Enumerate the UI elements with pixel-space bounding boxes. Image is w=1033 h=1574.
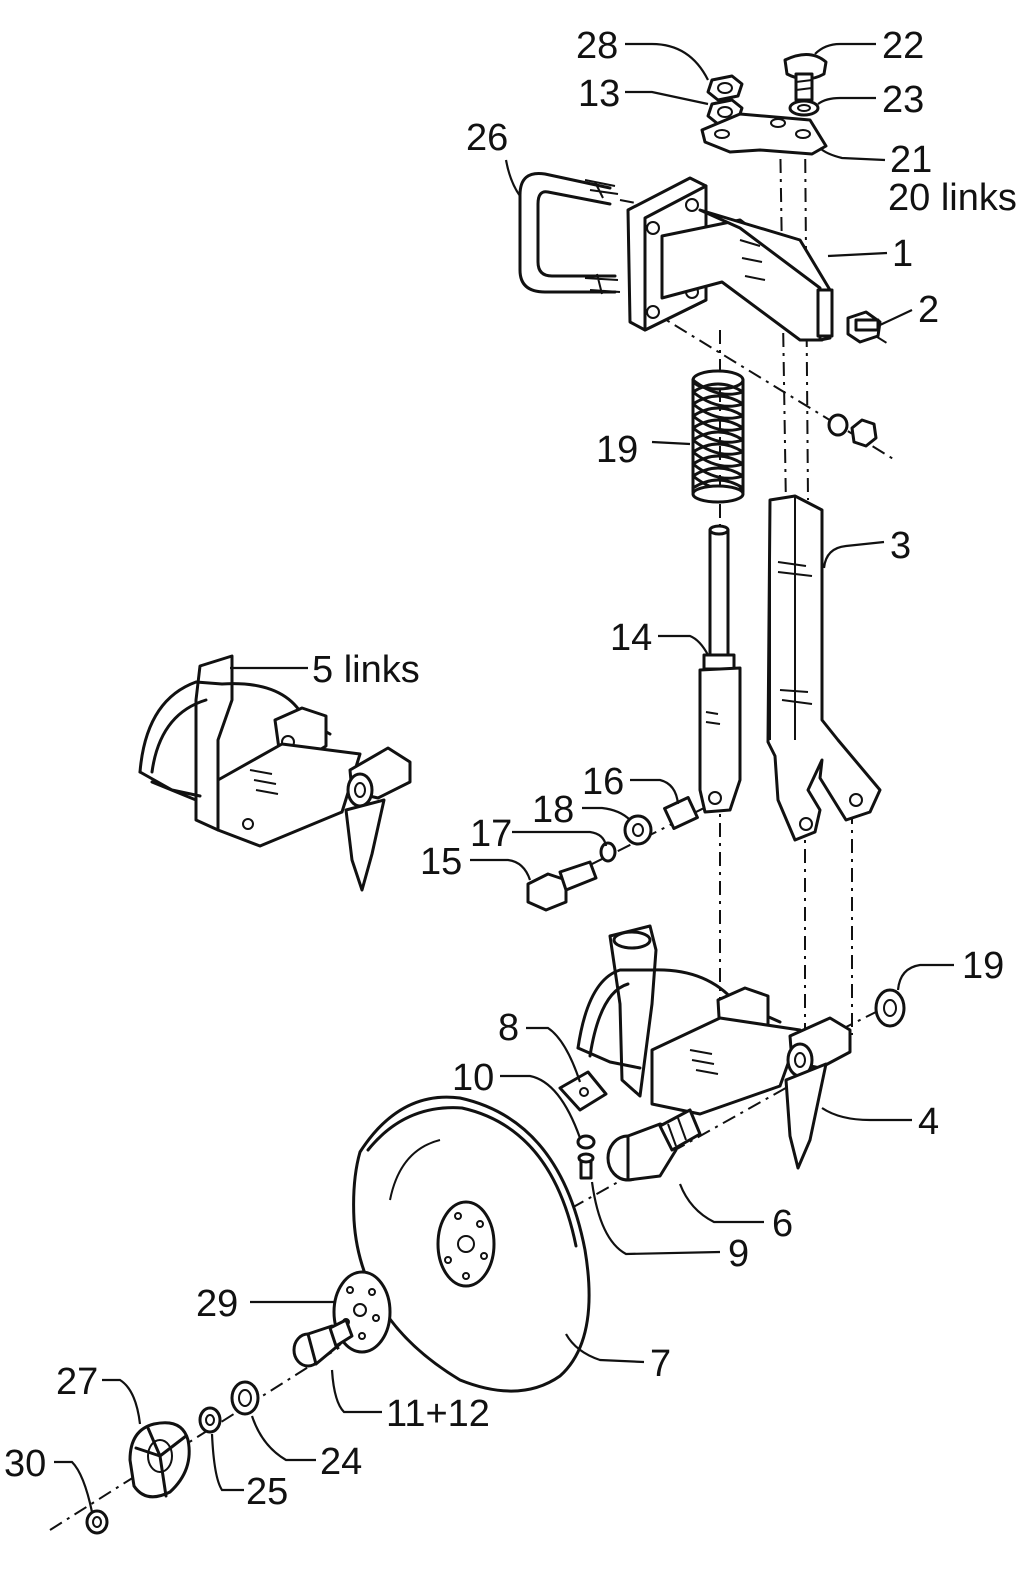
label-20: 20 links bbox=[888, 177, 1017, 219]
washer-17 bbox=[599, 841, 617, 863]
label-13: 13 bbox=[578, 73, 620, 115]
label-8: 8 bbox=[498, 1007, 519, 1049]
label-26: 26 bbox=[466, 117, 508, 159]
label-27: 27 bbox=[56, 1361, 98, 1403]
leader-lines bbox=[54, 42, 954, 1513]
label-18: 18 bbox=[532, 789, 574, 831]
washer-18 bbox=[623, 814, 653, 846]
label-11-12: 11+12 bbox=[386, 1393, 490, 1435]
washer-25 bbox=[198, 1406, 222, 1434]
part-labels: 28 22 13 23 26 21 20 links 1 2 19 3 14 5… bbox=[4, 25, 1017, 1513]
arm-3 bbox=[766, 494, 882, 842]
label-30: 30 bbox=[4, 1443, 46, 1485]
label-4: 4 bbox=[918, 1101, 939, 1143]
label-24: 24 bbox=[320, 1441, 362, 1483]
bolt-6 bbox=[606, 1108, 702, 1182]
label-22: 22 bbox=[882, 25, 924, 67]
label-14: 14 bbox=[610, 617, 652, 659]
hub-cap-27 bbox=[128, 1421, 191, 1499]
label-6: 6 bbox=[772, 1203, 793, 1245]
label-19-top: 19 bbox=[596, 429, 638, 471]
bolt-11-12 bbox=[292, 1318, 354, 1368]
bolt-15 bbox=[526, 860, 598, 912]
assembly-4 bbox=[576, 924, 852, 1170]
label-15: 15 bbox=[420, 841, 462, 883]
label-7: 7 bbox=[650, 1343, 671, 1385]
label-9: 9 bbox=[728, 1233, 749, 1275]
washer-nut-bracket bbox=[827, 413, 878, 448]
nut-19-right bbox=[874, 988, 906, 1028]
bolt-2 bbox=[846, 310, 882, 344]
label-10: 10 bbox=[452, 1057, 494, 1099]
bushing-16 bbox=[663, 796, 699, 830]
plate-8 bbox=[558, 1070, 608, 1112]
label-5: 5 links bbox=[312, 649, 420, 691]
spring-19 bbox=[691, 369, 745, 504]
bracket-1 bbox=[626, 176, 834, 342]
label-25: 25 bbox=[246, 1471, 288, 1513]
u-bolt-26 bbox=[518, 171, 621, 295]
bushing-24 bbox=[230, 1380, 260, 1416]
plate-21 bbox=[700, 112, 828, 156]
bolt-22 bbox=[783, 53, 828, 102]
disc-7 bbox=[352, 1095, 591, 1393]
label-19-right: 19 bbox=[962, 945, 1004, 987]
screw-9 bbox=[577, 1152, 595, 1180]
rod-14 bbox=[698, 524, 742, 814]
label-1: 1 bbox=[892, 233, 913, 275]
nut-28 bbox=[706, 74, 744, 102]
label-2: 2 bbox=[918, 289, 939, 331]
ring-30 bbox=[85, 1509, 109, 1535]
label-21: 21 bbox=[890, 139, 932, 181]
washer-23 bbox=[788, 99, 820, 117]
washer-10 bbox=[576, 1134, 596, 1150]
label-3: 3 bbox=[890, 525, 911, 567]
label-17: 17 bbox=[470, 813, 512, 855]
assembly-5-left bbox=[138, 654, 412, 892]
label-28: 28 bbox=[576, 25, 618, 67]
label-16: 16 bbox=[582, 761, 624, 803]
label-29: 29 bbox=[196, 1283, 238, 1325]
label-23: 23 bbox=[882, 79, 924, 121]
